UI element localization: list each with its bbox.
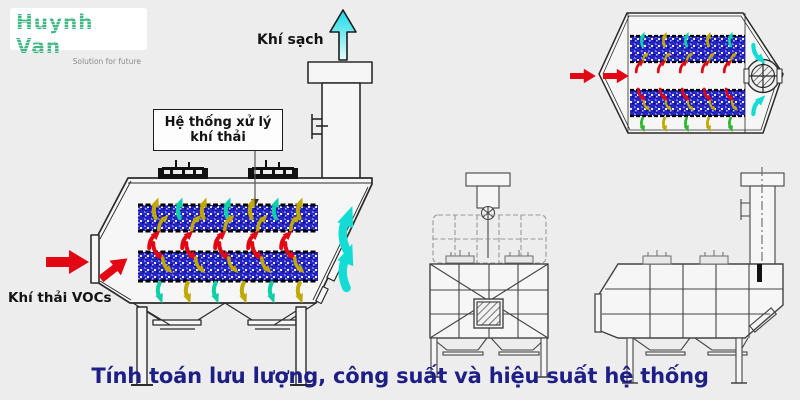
- inlet-flange: [90, 234, 100, 284]
- side-stack-flange: [740, 199, 750, 220]
- front-inlet-opening: [473, 298, 504, 329]
- side-view-drawing: [594, 167, 785, 384]
- side-body-grid: [602, 264, 783, 338]
- treatment-system-label-line2: khí thải: [190, 130, 246, 145]
- top-view-drawing: [570, 12, 784, 134]
- front-view-drawing: [427, 172, 551, 378]
- clean-air-arrow-icon: [329, 9, 357, 61]
- front-legs: [427, 337, 551, 378]
- stack: [321, 82, 361, 180]
- logo-title: Huynh Van: [16, 10, 141, 58]
- front-frame: [432, 214, 547, 264]
- clean-air-label: Khí sạch: [257, 32, 324, 48]
- caption-title: Tính toán lưu lượng, công suất và hiệu s…: [91, 364, 709, 388]
- chamber-wall-doubles: [99, 180, 372, 301]
- side-legs: [622, 337, 747, 384]
- main-treatment-unit-drawing: [46, 9, 373, 386]
- voc-inlet-label: Khí thải VOCs: [8, 290, 112, 306]
- stack-cap: [307, 61, 373, 84]
- side-roof-fixtures: [642, 250, 729, 265]
- stack-flange: [311, 114, 328, 139]
- front-roof-fixtures: [445, 250, 534, 264]
- side-hoppers: [632, 337, 749, 356]
- side-access-door: [748, 307, 778, 333]
- treatment-system-label-box: Hệ thống xử lý khí thải: [153, 109, 283, 151]
- support-legs: [131, 306, 312, 386]
- treatment-system-label-line1: Hệ thống xử lý: [164, 115, 272, 130]
- roof-fixture: [158, 160, 298, 179]
- voc-inlet-arrow-icon: [46, 250, 89, 274]
- logo-tagline: Solution for future: [72, 57, 141, 66]
- side-inlet-flange: [594, 293, 602, 333]
- side-stack-joint: [757, 264, 762, 282]
- logo: Huynh Van Solution for future: [10, 8, 147, 66]
- front-hoppers: [431, 337, 547, 356]
- side-body: [597, 263, 784, 339]
- exhaust-fan-icon: [743, 58, 783, 94]
- top-view-inlet-arrow-icon: [570, 68, 596, 84]
- front-fan-icon: [480, 205, 496, 258]
- chamber-body: [96, 177, 373, 304]
